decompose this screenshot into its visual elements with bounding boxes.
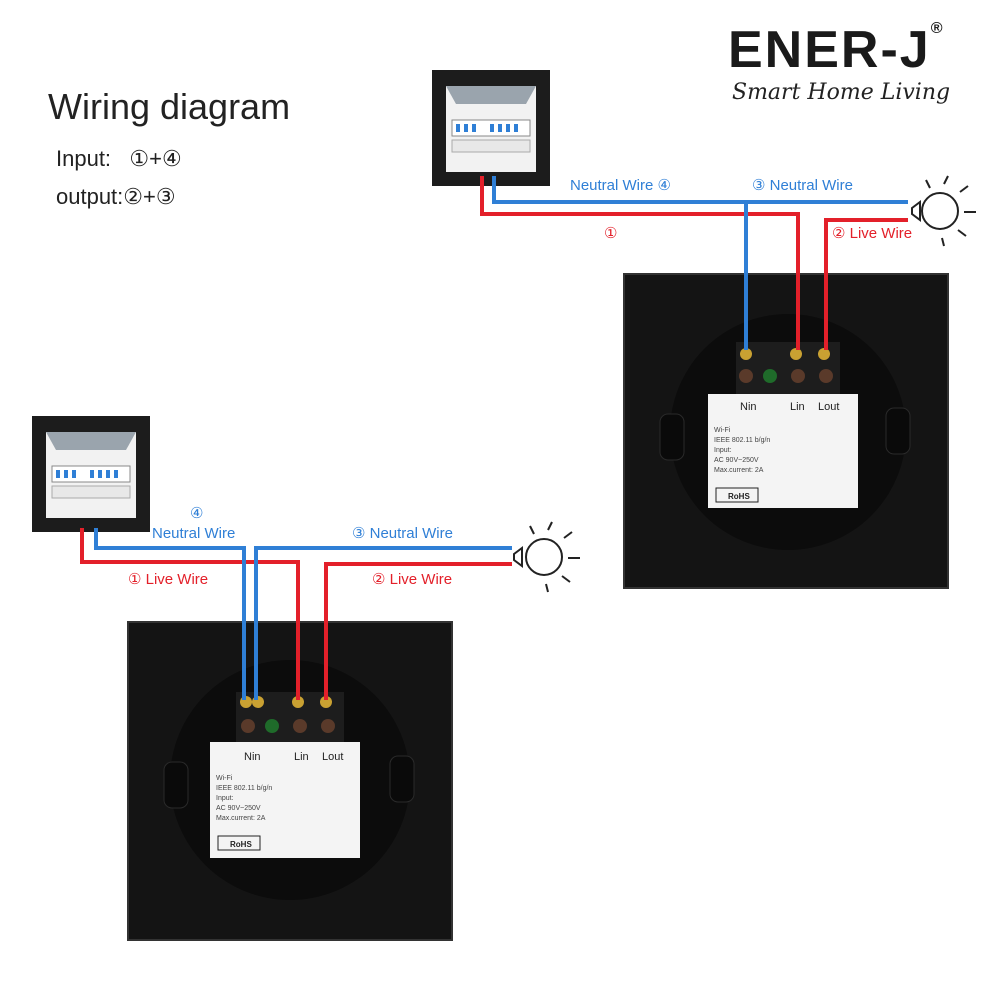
neutral-wire-4-bottom [94, 528, 246, 700]
label-neutral-4-num-bottom: ④ [190, 505, 203, 522]
svg-text:Wi-Fi: Wi-Fi [714, 427, 731, 434]
breaker-box-top [432, 70, 550, 186]
terminal-label-lin: Lin [294, 751, 309, 763]
terminal-screws-bottom [240, 696, 335, 733]
label-neutral-3-top: ③ Neutral Wire [752, 177, 853, 194]
neutral-wire-4-top [492, 176, 908, 204]
wires-top [480, 176, 908, 350]
label-live-2-top: ② Live Wire [832, 225, 912, 242]
module-specs-bottom: Wi-Fi IEEE 802.11 b/g/n Input: AC 90V~25… [216, 775, 272, 822]
module-specs-top: Wi-Fi IEEE 802.11 b/g/n Input: AC 90V~25… [714, 427, 770, 474]
svg-text:Max.current: 2A: Max.current: 2A [714, 467, 764, 474]
live-wire-1-bottom [80, 528, 300, 700]
terminal-label-lout: Lout [322, 751, 343, 763]
neutral-wire-3-bottom [254, 546, 512, 700]
live-wire-2-top [824, 218, 908, 350]
svg-text:Input:: Input: [216, 795, 234, 802]
svg-text:IEEE 802.11 b/g/n: IEEE 802.11 b/g/n [714, 437, 770, 444]
terminal-label-nin: Nin [244, 751, 261, 763]
label-neutral-4-top: Neutral Wire ④ [570, 177, 671, 194]
switch-panel-top: Nin Lin Lout Wi-Fi IEEE 802.11 b/g/n Inp… [623, 273, 949, 589]
label-neutral-4-bottom: Neutral Wire [152, 525, 235, 542]
svg-text:IEEE 802.11 b/g/n: IEEE 802.11 b/g/n [216, 785, 272, 792]
rohs-mark-top: RoHS [728, 492, 750, 501]
breaker-box-bottom [32, 416, 150, 532]
brand-logo: ENER-J® [728, 20, 945, 79]
label-live-2-bottom: ② Live Wire [372, 571, 452, 588]
terminal-screws-top [739, 348, 833, 383]
terminal-label-lin: Lin [790, 401, 805, 413]
output-terminals-note: output:②+③ [56, 184, 176, 209]
registered-mark: ® [930, 20, 945, 37]
light-bulb-icon-top [911, 175, 976, 247]
svg-text:AC 90V~250V: AC 90V~250V [216, 805, 261, 812]
svg-text:Input:: Input: [714, 447, 732, 454]
label-neutral-3-bottom: ③ Neutral Wire [352, 525, 453, 542]
input-terminals-note: Input: ①+④ [56, 146, 182, 171]
live-wire-2-bottom [324, 562, 512, 700]
label-live-1-top: ① [604, 225, 617, 242]
brand-tagline: Smart Home Living [732, 80, 951, 105]
light-bulb-icon-bottom [513, 521, 580, 593]
wire-labels-top: Neutral Wire ④ ③ Neutral Wire ① ② Live W… [570, 177, 912, 242]
terminal-label-nin: Nin [740, 401, 757, 413]
wire-labels-bottom: ④ Neutral Wire ③ Neutral Wire ① Live Wir… [128, 505, 453, 588]
svg-text:Wi-Fi: Wi-Fi [216, 775, 233, 782]
label-live-1-bottom: ① Live Wire [128, 571, 208, 588]
page-title: Wiring diagram [48, 86, 291, 127]
svg-text:AC 90V~250V: AC 90V~250V [714, 457, 759, 464]
wires-bottom [80, 528, 512, 700]
live-wire-1-top [480, 176, 800, 350]
svg-text:Max.current: 2A: Max.current: 2A [216, 815, 266, 822]
terminal-label-lout: Lout [818, 401, 839, 413]
switch-panel-bottom: Nin Lin Lout Wi-Fi IEEE 802.11 b/g/n Inp… [127, 621, 453, 941]
rohs-mark-bottom: RoHS [230, 840, 252, 849]
